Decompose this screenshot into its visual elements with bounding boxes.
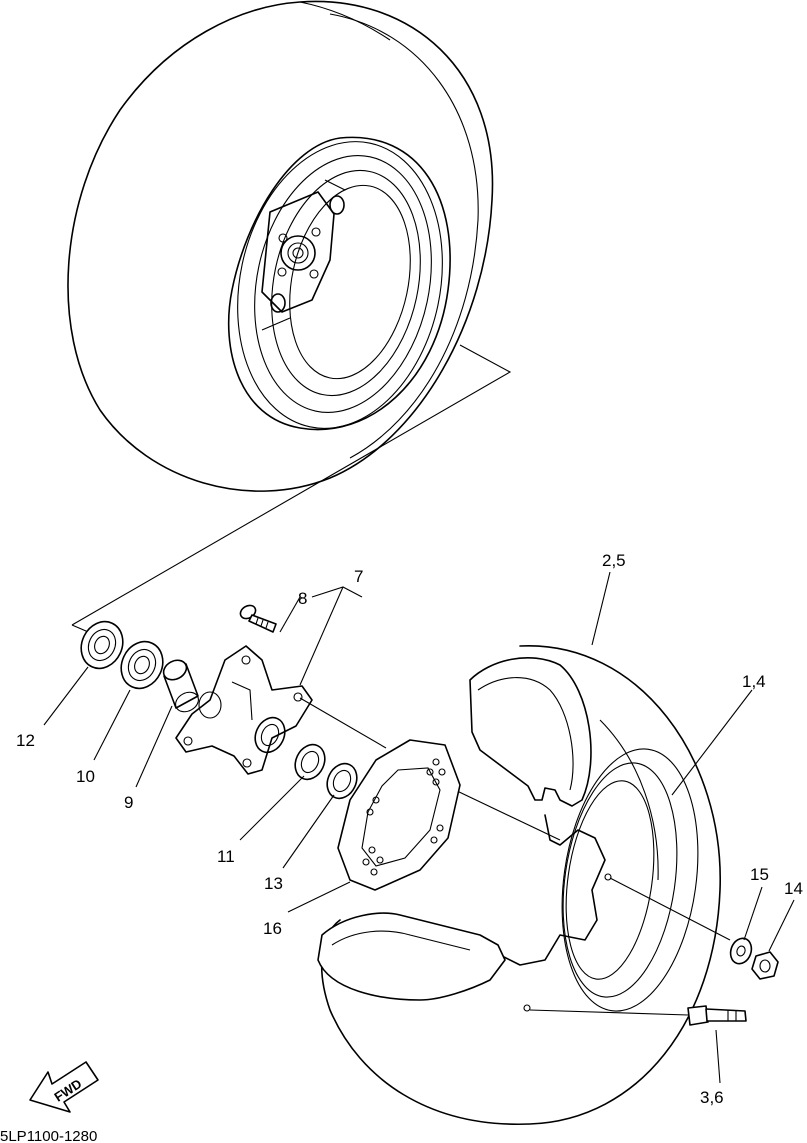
assembled-wheel: [67, 0, 494, 492]
callout-7: 7: [354, 567, 363, 586]
callout-9: 9: [124, 793, 133, 812]
forward-arrow-icon: [29, 1061, 99, 1113]
assembly-leader-lines: [71, 344, 512, 638]
hub-axis-line: [299, 697, 387, 749]
callout-11: 11: [217, 847, 235, 866]
callout-labels: 1,4 2,5 3,6 7 8 9 10 11 12 13 14 15 16: [16, 551, 803, 1107]
rim-axis-line: [454, 789, 561, 841]
callout-16: 16: [263, 919, 282, 938]
hub-bolt-8: [239, 604, 277, 633]
leader-lines: [43, 571, 795, 1084]
callout-13: 13: [264, 874, 283, 893]
bearing-11: [294, 743, 326, 781]
stud-axis-line: [609, 877, 731, 941]
callout-12: 12: [16, 731, 35, 750]
callout-8: 8: [298, 589, 307, 608]
hub-7: [175, 645, 313, 775]
callout-10: 10: [76, 767, 95, 786]
washer-15: [729, 937, 753, 965]
bearing-10: [120, 640, 164, 690]
callout-2-5: 2,5: [602, 551, 626, 570]
diagram-code: 5LP1100-1280: [0, 1128, 97, 1143]
exploded-wheel: [317, 645, 721, 1125]
callout-15: 15: [750, 865, 769, 884]
bearing-12: [80, 620, 124, 670]
gasket-16: [337, 739, 461, 891]
callout-14: 14: [784, 879, 803, 898]
spacer-9: [162, 659, 199, 713]
nut-14: [751, 951, 779, 980]
callout-3-6: 3,6: [700, 1088, 724, 1107]
bearing-13: [326, 762, 358, 800]
valve-axis-line: [529, 1009, 689, 1016]
forward-direction-arrow: FWD: [29, 1061, 99, 1113]
callout-1-4: 1,4: [742, 672, 766, 691]
valve-stem-3-6: [687, 1005, 747, 1026]
